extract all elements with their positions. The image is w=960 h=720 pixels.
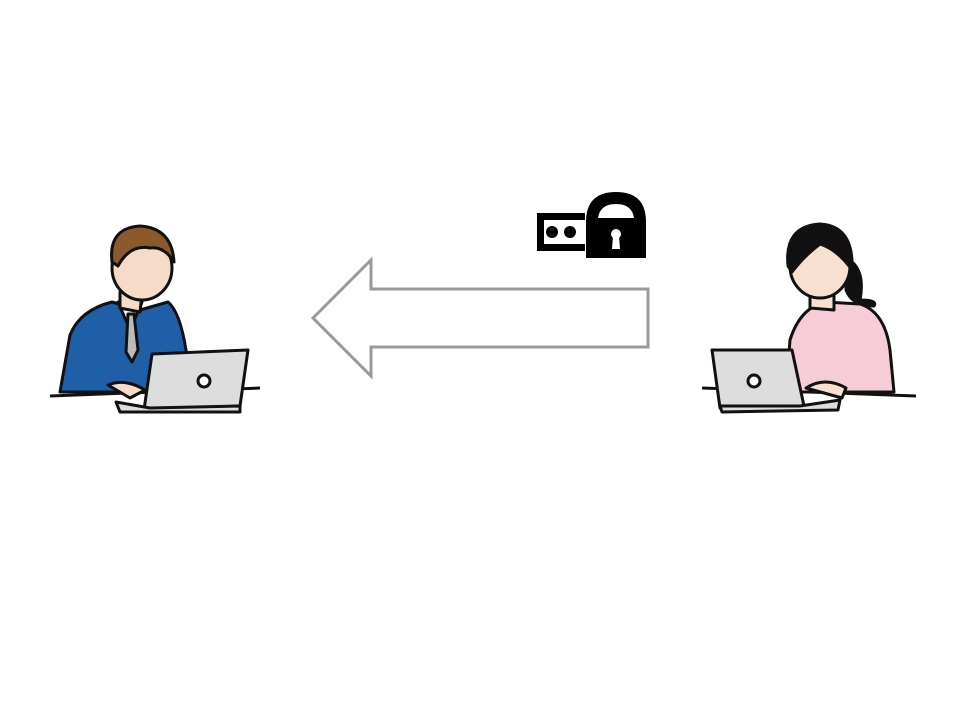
arrow-left-icon <box>310 256 650 380</box>
woman-with-laptop-icon <box>701 222 917 414</box>
man-with-laptop-icon <box>49 224 261 414</box>
password-lock-icon <box>537 192 646 258</box>
